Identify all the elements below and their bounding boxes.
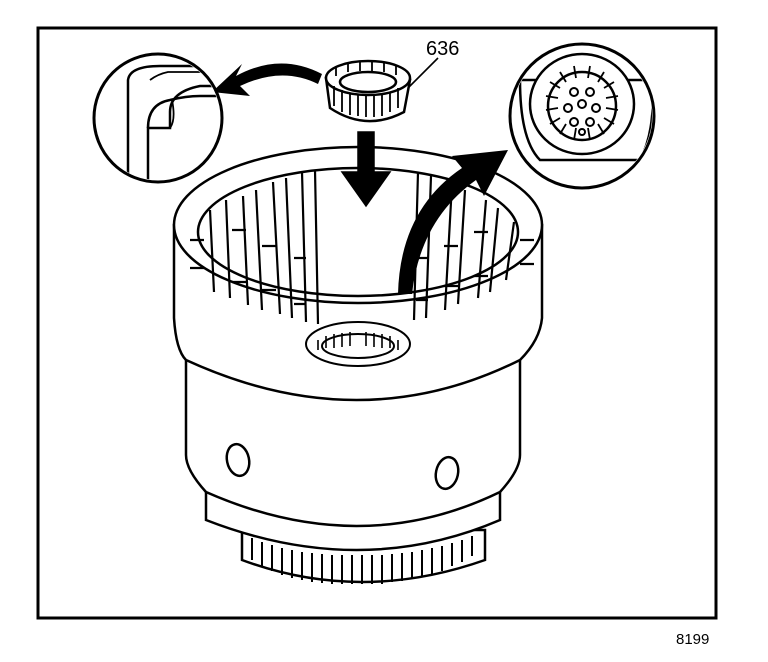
clutch-housing — [172, 145, 544, 584]
hub-splines — [251, 536, 473, 584]
callout-label-636: 636 — [426, 38, 460, 60]
curved-arrow-left-icon — [212, 63, 322, 96]
right-inset — [508, 42, 656, 190]
arrow-down-icon — [340, 131, 392, 208]
inner-bearing — [305, 321, 411, 367]
callout-leader — [407, 57, 439, 89]
housing-body — [184, 358, 522, 528]
housing-hole-left — [225, 442, 251, 478]
figure-number: 8199 — [676, 631, 710, 648]
curved-arrow-right-icon — [398, 150, 508, 294]
housing-hole-right — [434, 455, 460, 491]
left-inset — [92, 52, 224, 184]
bearing-636 — [324, 59, 412, 123]
drum-internal-ribs — [190, 169, 534, 325]
